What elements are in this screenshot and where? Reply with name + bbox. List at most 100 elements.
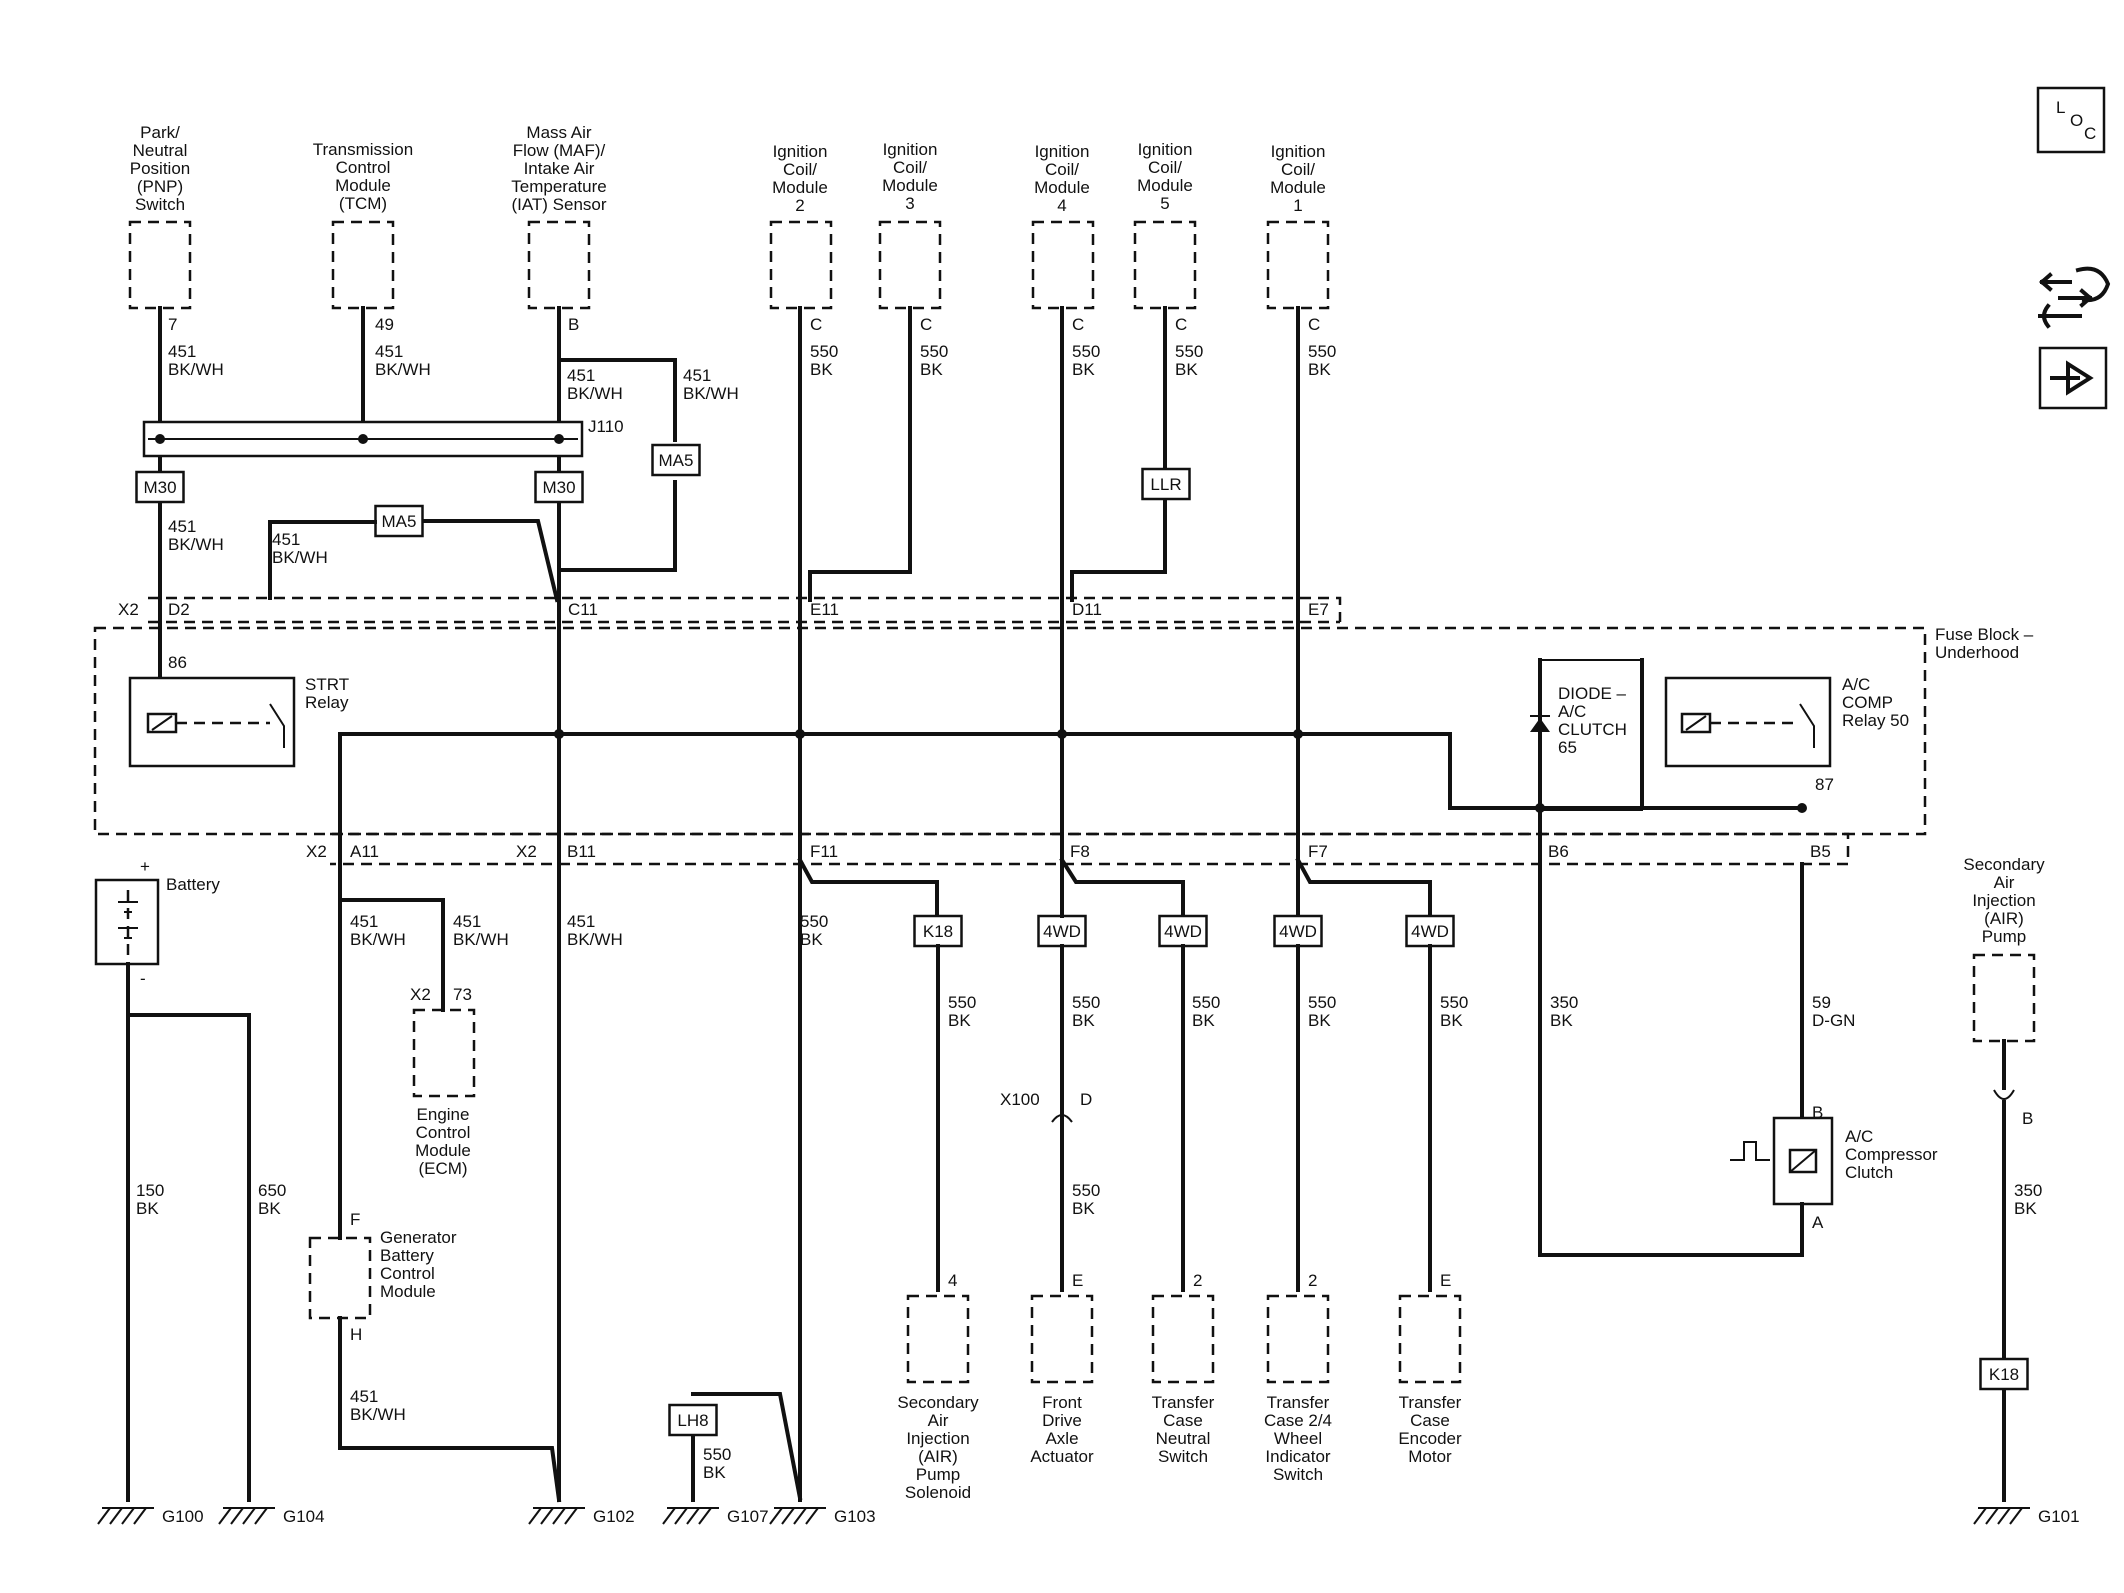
transfer-case-neutral-switch bbox=[1151, 1294, 1215, 1384]
maf-sensor-label-line: Flow (MAF)/ bbox=[513, 141, 606, 160]
transfer-case-24-switch-label-line: Switch bbox=[1273, 1465, 1323, 1484]
ground-g101: G101 bbox=[2038, 1507, 2080, 1526]
coil-4-label-line: Ignition bbox=[1035, 142, 1090, 161]
maf-sensor bbox=[527, 220, 591, 310]
connector-strip-bottom bbox=[330, 832, 1850, 866]
ground-hatch bbox=[769, 1507, 783, 1525]
loc-button[interactable]: LOC bbox=[2036, 86, 2106, 154]
option-lh8-box bbox=[668, 1403, 718, 1437]
wire-b5-label-line: 59 bbox=[1812, 993, 1831, 1012]
wire-maf-branch-label-line: 451 bbox=[683, 366, 711, 385]
wire-gen-ground bbox=[338, 1316, 562, 1503]
transfer-case-24-switch-label-line: Wheel bbox=[1274, 1429, 1322, 1448]
wire-coil3-label-line: 550 bbox=[920, 342, 948, 361]
wire-maf-branch-label-line: BK/WH bbox=[683, 384, 739, 403]
wire-maf-label-line: BK/WH bbox=[567, 384, 623, 403]
transfer-case-encoder-motor-label-line: Encoder bbox=[1398, 1429, 1462, 1448]
ac-clutch-label-line: Compressor bbox=[1845, 1145, 1938, 1164]
wire-ma5-label-line: 451 bbox=[272, 530, 300, 549]
wire-bat-pos-label-line: 650 bbox=[258, 1181, 286, 1200]
connector-f11: F11 bbox=[810, 842, 838, 861]
wire-pump-label-line: BK bbox=[2014, 1199, 2037, 1218]
maf-sensor-label-line: (IAT) Sensor bbox=[511, 195, 606, 214]
wrench-icon bbox=[2038, 303, 2082, 329]
transfer-case-24-switch-pin: 2 bbox=[1308, 1271, 1317, 1290]
option-ma5-box bbox=[374, 504, 424, 538]
transfer-case-neutral-switch-label-line: Case bbox=[1163, 1411, 1203, 1430]
transfer-case-24-switch-label-line: Indicator bbox=[1265, 1447, 1331, 1466]
diode-symbol bbox=[1530, 718, 1550, 732]
wire-b5-label-line: D-GN bbox=[1812, 1011, 1855, 1030]
wire-coil1-label-line: 550 bbox=[1308, 342, 1336, 361]
ac-relay-label-line: A/C bbox=[1842, 675, 1870, 694]
air-pump bbox=[1972, 953, 2036, 1043]
wire-pump-label-line: 350 bbox=[2014, 1181, 2042, 1200]
splice-dot bbox=[554, 729, 564, 739]
wire-ecm-label-line: BK/WH bbox=[453, 930, 509, 949]
ground-hatch bbox=[2009, 1507, 2023, 1525]
wire-ma5-right bbox=[422, 519, 560, 603]
pin-a: A bbox=[1812, 1213, 1824, 1232]
tcm bbox=[331, 220, 395, 310]
wire-bat-neg-label-line: 150 bbox=[136, 1181, 164, 1200]
ac-relay-coil-diag bbox=[1685, 715, 1707, 731]
wire-tcm-label-line: 451 bbox=[375, 342, 403, 361]
air-pump-label-line: Air bbox=[1994, 873, 2015, 892]
ground-hatch bbox=[97, 1507, 111, 1525]
coil-4-label-line: Coil/ bbox=[1045, 160, 1079, 179]
pin-b: B bbox=[1812, 1103, 1823, 1122]
ground-hatch bbox=[564, 1507, 578, 1525]
option-4wd: 4WD bbox=[1164, 922, 1202, 941]
ground-g107: G107 bbox=[727, 1507, 769, 1526]
coil-1-label-line: Coil/ bbox=[1281, 160, 1315, 179]
option-m30-box bbox=[135, 470, 185, 504]
coil-4-label-line: Module bbox=[1034, 178, 1090, 197]
coil-5-label-line: Ignition bbox=[1138, 140, 1193, 159]
connector-b6: B6 bbox=[1548, 842, 1569, 861]
coil-5-label-line: Coil/ bbox=[1148, 158, 1182, 177]
ecm-label-line: Engine bbox=[417, 1105, 470, 1124]
option-ma5: MA5 bbox=[382, 512, 417, 531]
splice-dot bbox=[1797, 803, 1807, 813]
strt-relay-switch bbox=[269, 703, 285, 748]
ground-hatch bbox=[662, 1507, 676, 1525]
loc-icon: L bbox=[2056, 98, 2065, 117]
coil-4 bbox=[1031, 220, 1095, 310]
air-pump-solenoid-pin: 4 bbox=[948, 1271, 957, 1290]
wire-axle-bot-label-line: 550 bbox=[1072, 1181, 1100, 1200]
wire-coil4-label-line: 550 bbox=[1072, 342, 1100, 361]
pin-c: C bbox=[810, 315, 822, 334]
wire-f11-label-line: 550 bbox=[800, 912, 828, 931]
wire-bat-pos-label-line: BK bbox=[258, 1199, 281, 1218]
option-m30: M30 bbox=[143, 478, 176, 497]
wire-gen-label-line: BK/WH bbox=[350, 1405, 406, 1424]
air-pump-solenoid-label-line: Pump bbox=[916, 1465, 960, 1484]
generator-label-line: Control bbox=[380, 1264, 435, 1283]
j110-label: J110 bbox=[588, 417, 624, 436]
next-button[interactable] bbox=[2038, 346, 2108, 410]
wire-sol-label-line: BK bbox=[948, 1011, 971, 1030]
wire-coil3-label-line: BK bbox=[920, 360, 943, 379]
option-4wd: 4WD bbox=[1279, 922, 1317, 941]
wire-tcn-label-line: 550 bbox=[1192, 993, 1220, 1012]
connector-e7: E7 bbox=[1308, 600, 1329, 619]
battery-label: Battery bbox=[166, 875, 220, 894]
pin-c: C bbox=[920, 315, 932, 334]
front-drive-axle-actuator-label-line: Actuator bbox=[1030, 1447, 1094, 1466]
pnp-switch-label-line: (PNP) bbox=[137, 177, 183, 196]
ecm bbox=[412, 1008, 476, 1098]
connector-info-button[interactable] bbox=[2038, 266, 2111, 329]
diode-label-line: 65 bbox=[1558, 738, 1577, 757]
clutch-symbol bbox=[1730, 1141, 1770, 1161]
option-k18: K18 bbox=[1989, 1365, 2019, 1384]
ground-hatch bbox=[1973, 1507, 1987, 1525]
ground-g104: G104 bbox=[283, 1507, 325, 1526]
wire-maf-return bbox=[557, 480, 677, 602]
ecm-label-line: Module bbox=[415, 1141, 471, 1160]
transfer-case-neutral-switch-pin: 2 bbox=[1193, 1271, 1202, 1290]
connector-icon bbox=[2039, 266, 2111, 308]
wire-axle-top-label-line: BK bbox=[1072, 1011, 1095, 1030]
strt-relay-label-line: STRT bbox=[305, 675, 349, 694]
front-drive-axle-actuator-label-line: Axle bbox=[1045, 1429, 1078, 1448]
diode-label-line: CLUTCH bbox=[1558, 720, 1627, 739]
